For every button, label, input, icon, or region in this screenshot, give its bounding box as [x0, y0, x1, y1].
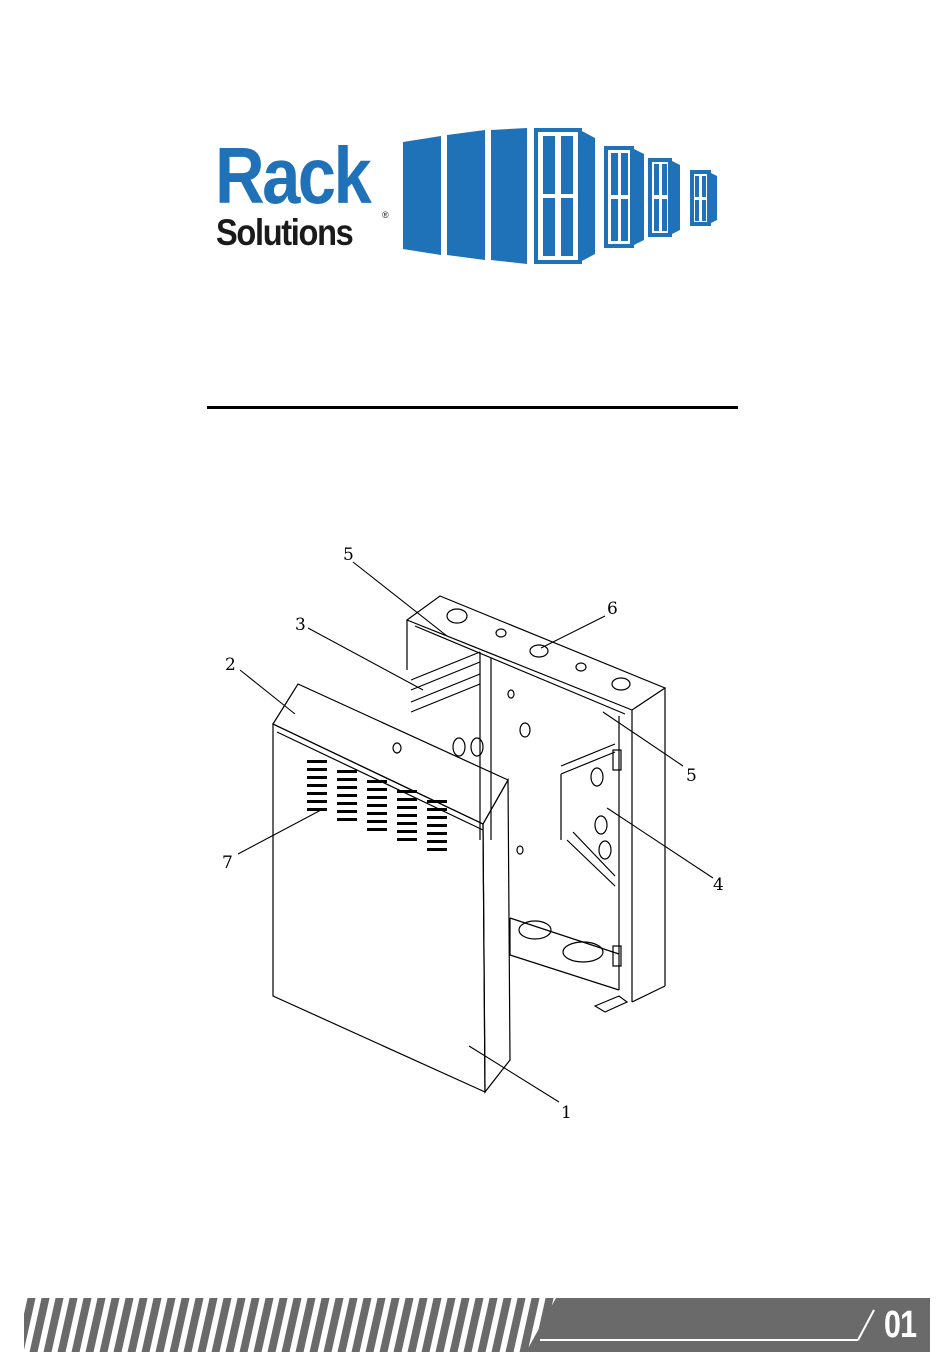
- callout-1: 1: [561, 1103, 572, 1123]
- logo-word-solutions: Solutions: [216, 214, 352, 252]
- rack-cabinets-graphic-icon: [403, 128, 743, 268]
- footer-stripe-bar: [0, 1296, 950, 1359]
- title-rule: [207, 406, 738, 409]
- callout-2: 2: [225, 655, 236, 675]
- callout-7: 7: [222, 853, 233, 873]
- page-number: 01: [884, 1302, 916, 1348]
- logo-word-rack: Rack: [215, 136, 369, 216]
- callout-3: 3: [295, 615, 306, 635]
- cabinet-exploded-drawing: 5 6 3 2 5 4 7 1: [215, 540, 735, 1130]
- callout-5-right: 5: [686, 766, 697, 786]
- callout-5-top: 5: [343, 545, 354, 565]
- registered-mark: ®: [382, 211, 389, 220]
- callout-4: 4: [713, 875, 724, 895]
- rack-solutions-logo: Rack Solutions ®: [215, 128, 735, 268]
- callout-6: 6: [607, 599, 618, 619]
